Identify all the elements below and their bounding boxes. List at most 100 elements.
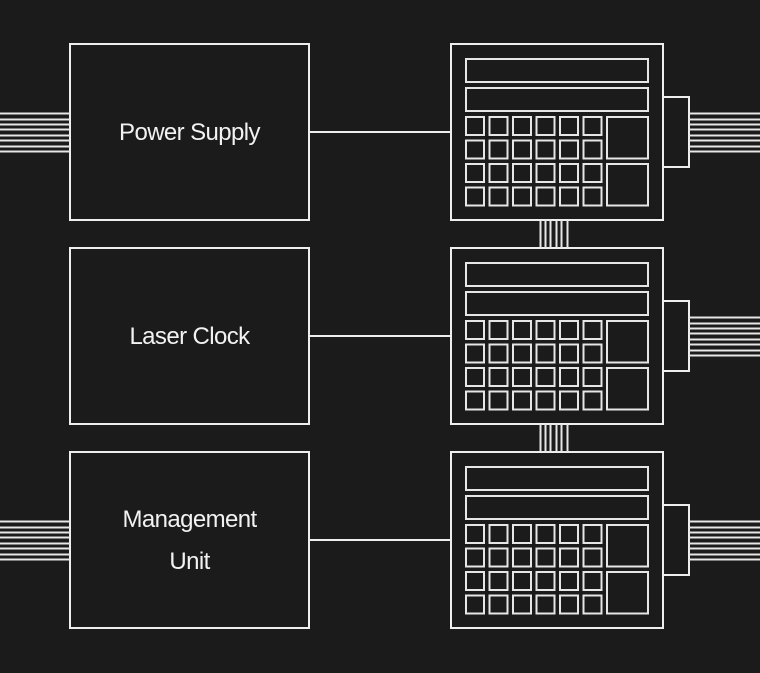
keypad-key — [535, 320, 556, 340]
keypad-key — [488, 390, 509, 411]
keypad-key — [488, 367, 509, 387]
device-frame — [450, 43, 664, 221]
display-panel — [465, 291, 649, 316]
keypad-key — [465, 163, 485, 183]
module-power-supply: Power Supply — [0, 43, 310, 221]
large-key — [606, 524, 649, 568]
keypad-key — [582, 116, 603, 136]
keypad-key — [512, 367, 532, 387]
keypad-key — [582, 139, 603, 160]
display-panel — [465, 58, 649, 83]
keypad-key — [512, 116, 532, 136]
keypad-key — [465, 524, 485, 544]
keypad-key — [512, 320, 532, 340]
keypad-key — [488, 547, 509, 568]
keypad-key — [488, 571, 509, 591]
device-2 — [450, 247, 760, 425]
module-label: Unit — [169, 548, 210, 575]
keypad-key — [582, 343, 603, 364]
device-1 — [450, 43, 760, 221]
keypad-key — [488, 524, 509, 544]
keypad-key — [535, 367, 556, 387]
keypad-key — [582, 390, 603, 411]
keypad-key — [488, 594, 509, 615]
keypad-key — [535, 390, 556, 411]
output-connector — [662, 300, 690, 372]
keypad-key — [488, 320, 509, 340]
keypad-key — [582, 186, 603, 207]
keypad-key — [465, 320, 485, 340]
module-laser-clock: Laser Clock — [69, 247, 310, 425]
keypad-key — [512, 571, 532, 591]
keypad-key — [559, 116, 579, 136]
keypad-key — [535, 594, 556, 615]
keypad-key — [535, 116, 556, 136]
keypad-key — [465, 594, 485, 615]
keypad-key — [559, 186, 579, 207]
keypad-key — [559, 367, 579, 387]
keypad-key — [512, 524, 532, 544]
keypad-key — [582, 594, 603, 615]
wires-layer — [309, 131, 569, 541]
output-bus — [689, 316, 760, 357]
output-bus — [689, 520, 760, 561]
input-bus — [0, 112, 70, 153]
keypad-key — [465, 343, 485, 364]
large-key — [606, 571, 649, 615]
keypad-key — [582, 547, 603, 568]
keypad-key — [559, 524, 579, 544]
display-panel — [465, 262, 649, 287]
keypad-key — [465, 116, 485, 136]
device-3 — [450, 451, 760, 629]
keypad-key — [535, 547, 556, 568]
keypad-key — [512, 343, 532, 364]
keypad-key — [582, 524, 603, 544]
keypad-key — [559, 343, 579, 364]
device-frame — [450, 247, 664, 425]
keypad-key — [582, 320, 603, 340]
keypad-key — [559, 139, 579, 160]
keypad-key — [465, 571, 485, 591]
keypad-key — [512, 594, 532, 615]
keypad-key — [582, 571, 603, 591]
output-bus — [689, 112, 760, 153]
module-label: Power Supply — [119, 119, 260, 146]
keypad-key — [535, 163, 556, 183]
large-key — [606, 116, 649, 160]
display-panel — [465, 87, 649, 112]
vertical-bus — [539, 424, 569, 452]
keypad-key — [488, 343, 509, 364]
keypad-key — [488, 186, 509, 207]
devices-layer — [450, 43, 760, 629]
keypad-key — [559, 547, 579, 568]
keypad-key — [535, 571, 556, 591]
keypad-key — [488, 163, 509, 183]
keypad-key — [582, 367, 603, 387]
display-panel — [465, 495, 649, 520]
keypad-key — [535, 186, 556, 207]
keypad-key — [582, 163, 603, 183]
keypad-key — [488, 139, 509, 160]
output-connector — [662, 504, 690, 576]
keypad-key — [465, 186, 485, 207]
output-connector — [662, 96, 690, 168]
large-key — [606, 320, 649, 364]
keypad-key — [559, 571, 579, 591]
keypad-key — [512, 186, 532, 207]
keypad-key — [465, 547, 485, 568]
keypad-key — [512, 139, 532, 160]
keypad-key — [535, 343, 556, 364]
keypad-key — [512, 390, 532, 411]
large-key — [606, 367, 649, 411]
keypad-key — [559, 320, 579, 340]
device-frame — [450, 451, 664, 629]
display-panel — [465, 466, 649, 491]
large-key — [606, 163, 649, 207]
keypad-key — [535, 524, 556, 544]
vertical-bus — [539, 220, 569, 248]
keypad-key — [465, 367, 485, 387]
keypad-key — [512, 163, 532, 183]
keypad-key — [465, 139, 485, 160]
